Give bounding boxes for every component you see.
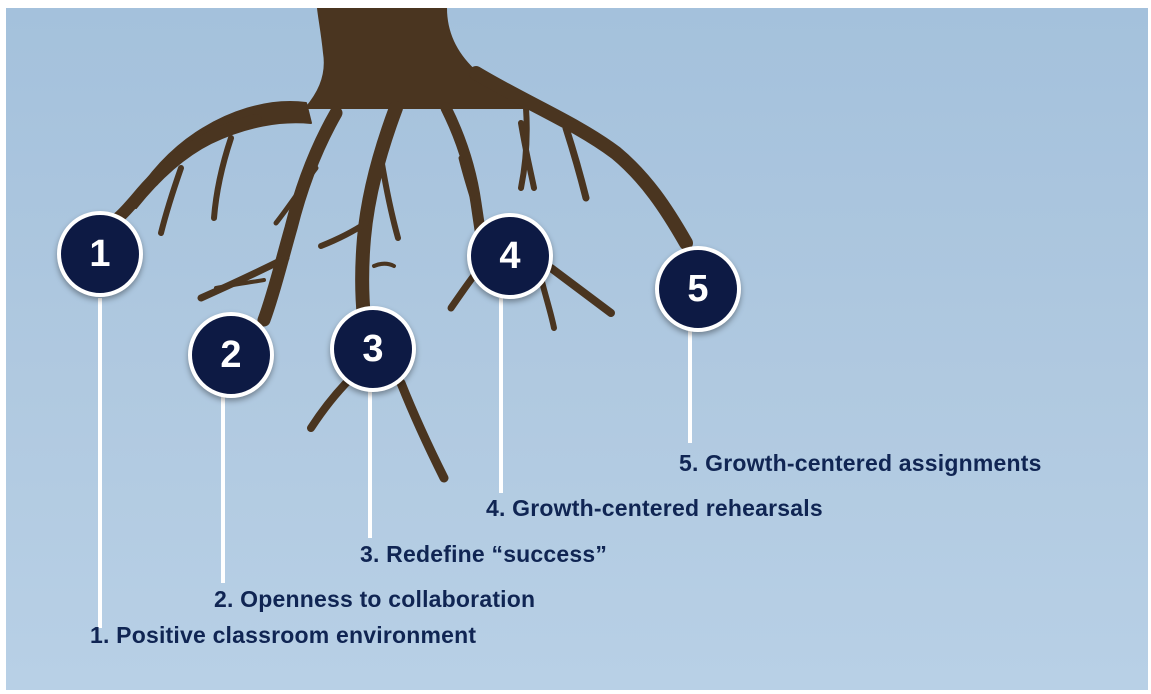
root-mass [130,101,312,209]
root-twig-2c [214,278,266,290]
root-twig-2b [273,165,319,226]
root-twig-2a [197,254,290,302]
root-twig-3a [318,220,369,249]
root-twig-3d [372,261,396,268]
root-twig-1a [158,165,184,236]
step-label-5: 5. Growth-centered assignments [679,450,1042,476]
root-twig-3b [307,374,355,432]
root-twig-1b [211,135,234,221]
root-branch-5 [469,66,693,250]
root-twig-4c [538,275,557,331]
leader-line-2 [221,393,225,583]
root-trunk [305,8,527,109]
step-label-2: 2. Openness to collaboration [214,586,536,612]
leader-line-3 [368,388,372,538]
root-twig-3e [378,155,401,241]
leader-line-5 [688,328,692,443]
slide-left-margin [0,0,6,694]
root-twig-4d [458,155,477,206]
step-badge-4: 4 [467,213,553,299]
root-branch-3 [355,101,403,325]
slide: 1 2 3 4 5 1. Positive classroom environm… [6,8,1148,690]
root-branch-2 [257,106,343,327]
step-badge-5: 5 [655,246,741,332]
step-badge-2: 2 [188,312,274,398]
root-twig-4b [547,264,615,317]
step-label-1: 1. Positive classroom environment [90,622,477,648]
root-branch-1 [112,114,262,224]
root-twig-5a [562,124,590,202]
leader-line-4 [499,298,503,493]
root-twig-5b [518,105,530,191]
root-twig-1c [121,180,159,211]
tree-roots-illustration [112,8,693,483]
step-badge-3: 3 [330,306,416,392]
step-label-4: 4. Growth-centered rehearsals [486,495,823,521]
root-twig-4e [518,120,537,191]
step-badge-1: 1 [57,211,143,297]
step-label-3: 3. Redefine “success” [360,541,608,567]
leader-line-1 [98,298,102,628]
root-twig-3c [396,378,449,483]
